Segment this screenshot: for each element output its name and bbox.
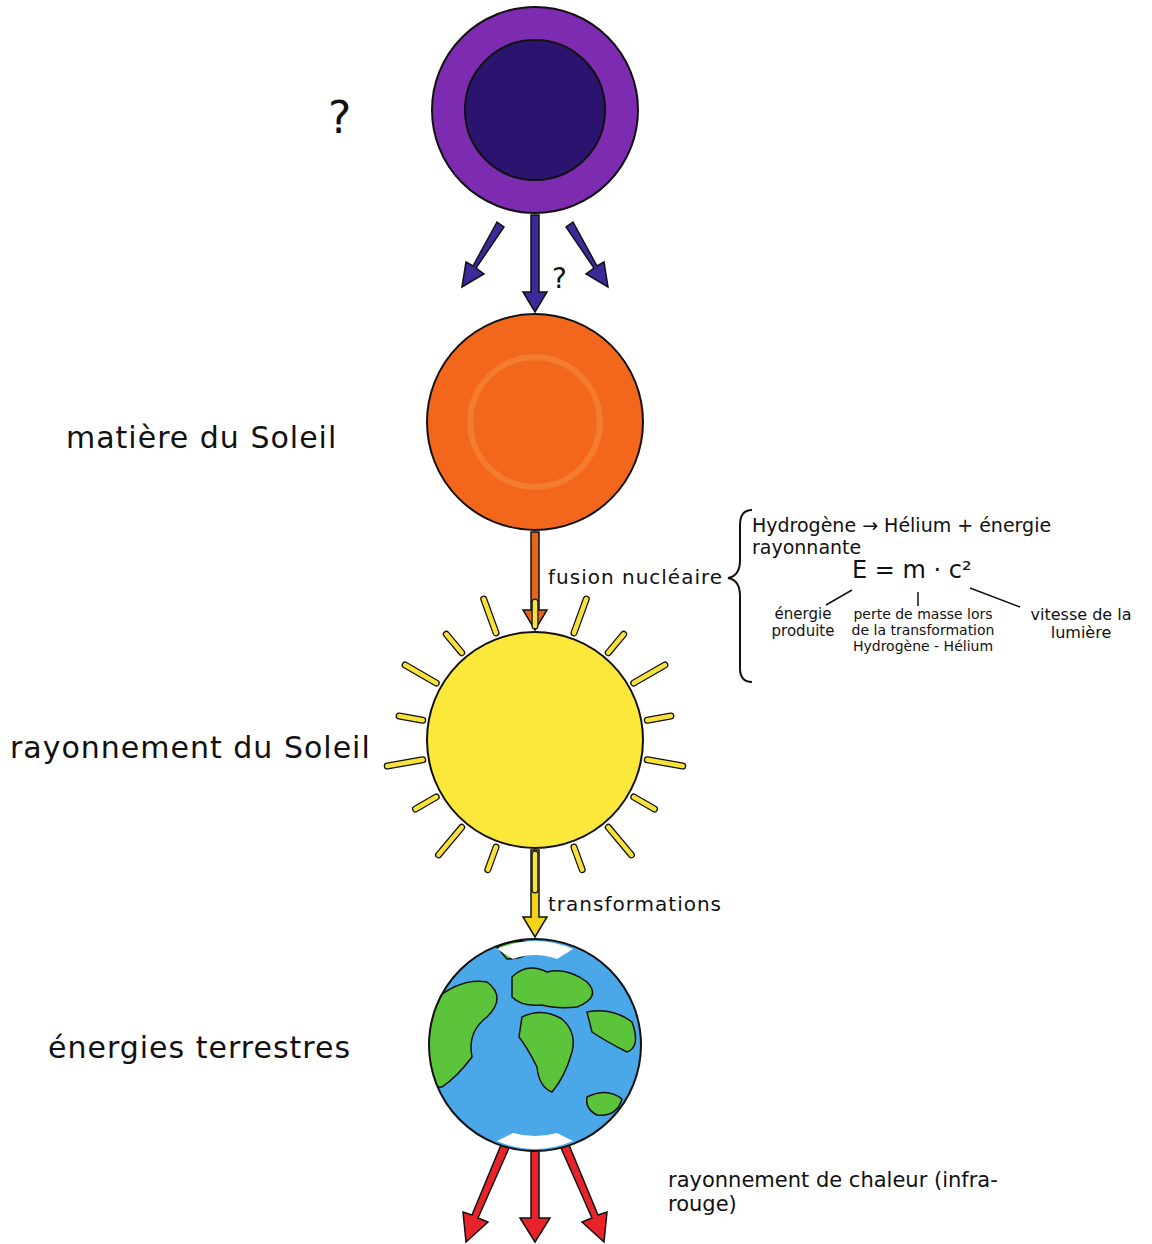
heat-arrows bbox=[463, 1145, 607, 1242]
orange-sun-matter: matière du Soleil bbox=[425, 312, 645, 532]
node-label: matière du Soleil bbox=[66, 420, 337, 455]
connector-arrow bbox=[523, 532, 547, 630]
edge-label: fusion nucléaire bbox=[546, 565, 725, 589]
edge-label: ? bbox=[550, 262, 570, 295]
edge-label: transformations bbox=[546, 892, 724, 916]
node-label: ? bbox=[328, 92, 352, 143]
earth: énergies terrestres bbox=[427, 937, 643, 1153]
heat-radiation-label: rayonnement de chaleur (infra-rouge) bbox=[668, 1168, 1008, 1216]
earth-shape bbox=[427, 937, 643, 1153]
formula-text: E = m · c² bbox=[852, 557, 992, 585]
curly-bracket bbox=[728, 510, 752, 682]
yellow-sun-shape bbox=[425, 630, 645, 850]
connector-arrow bbox=[523, 215, 547, 312]
formula-text: Hydrogène → Hélium + énergie rayonnante bbox=[752, 515, 1132, 559]
yellow-sun: rayonnement du Soleil bbox=[425, 630, 645, 850]
leader-lines bbox=[826, 588, 1020, 607]
orange-sun-matter-shape bbox=[425, 312, 645, 532]
formula-text: perte de masse lors de la transformation… bbox=[848, 606, 998, 654]
formula-text: vitesse de la lumière bbox=[1016, 606, 1146, 643]
purple-circle: ? bbox=[430, 5, 640, 215]
connector-arrow bbox=[523, 850, 547, 937]
purple-circle-shape bbox=[430, 5, 640, 215]
formula-text: énergie produite bbox=[758, 606, 848, 641]
node-label: rayonnement du Soleil bbox=[10, 730, 371, 765]
node-label: énergies terrestres bbox=[48, 1030, 351, 1065]
